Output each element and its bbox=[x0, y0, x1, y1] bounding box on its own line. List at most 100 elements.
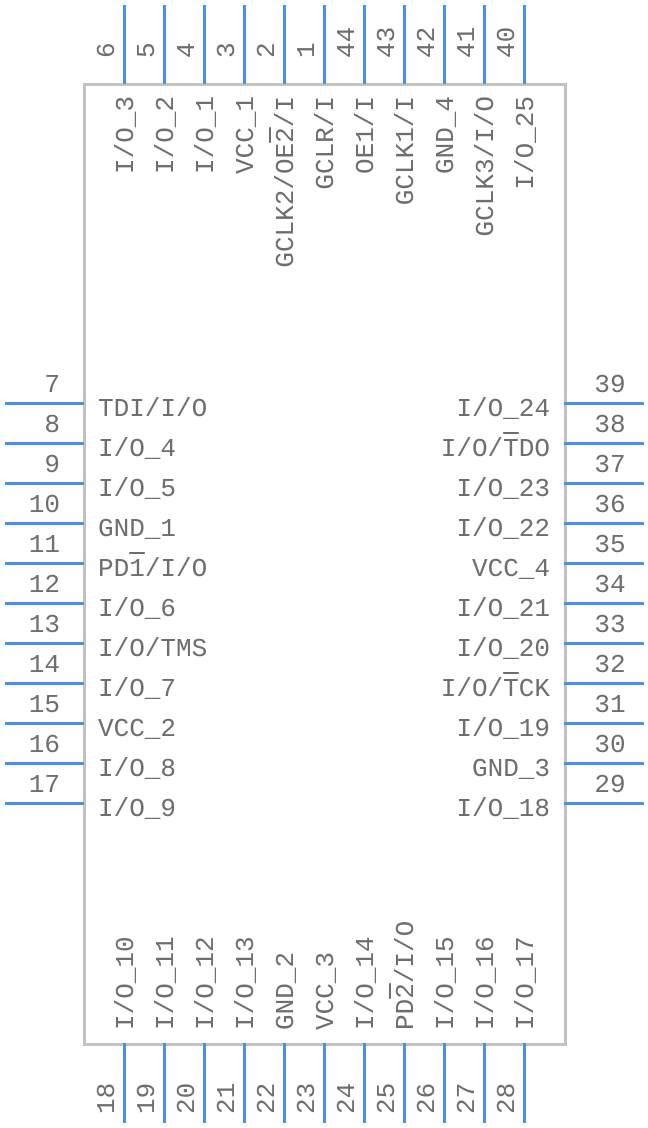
label-text: TDI/I/O bbox=[98, 394, 208, 424]
pin-number-16: 16 bbox=[28, 730, 60, 760]
pin-label-15: VCC_2 bbox=[98, 714, 176, 744]
pin-line-32 bbox=[564, 681, 644, 685]
pin-line-8 bbox=[5, 441, 84, 445]
label-text: I/O_2 bbox=[151, 96, 181, 175]
overbar-text: T bbox=[503, 674, 519, 704]
label-text: GND_4 bbox=[431, 96, 461, 175]
pin-line-6 bbox=[122, 5, 126, 84]
pin-line-13 bbox=[5, 641, 84, 645]
label-text: /I bbox=[271, 96, 301, 128]
pin-number-12: 12 bbox=[28, 570, 60, 600]
pin-label-1: GCLR/I bbox=[311, 96, 341, 396]
label-text: GND_1 bbox=[98, 514, 177, 544]
label-text: I/O_17 bbox=[511, 936, 541, 1030]
pin-line-44 bbox=[362, 5, 366, 84]
pin-line-16 bbox=[5, 761, 84, 765]
pin-label-35: VCC_4 bbox=[250, 554, 550, 584]
pin-line-5 bbox=[162, 5, 166, 84]
pin-line-1 bbox=[322, 5, 326, 84]
pin-label-3: VCC_1 bbox=[231, 96, 261, 396]
pin-line-20 bbox=[202, 1043, 206, 1123]
pin-label-33: I/O_20 bbox=[250, 634, 550, 664]
pin-line-15 bbox=[5, 721, 84, 725]
pin-label-39: I/O_24 bbox=[250, 394, 550, 424]
pin-number-35: 35 bbox=[594, 530, 626, 560]
pin-line-3 bbox=[242, 5, 246, 84]
pin-number-44: 44 bbox=[332, 26, 362, 58]
pin-number-7: 7 bbox=[44, 370, 60, 400]
pin-number-10: 10 bbox=[28, 490, 60, 520]
label-text: I/O_23 bbox=[456, 474, 550, 504]
pin-number-41: 41 bbox=[452, 26, 482, 58]
pin-number-32: 32 bbox=[594, 650, 626, 680]
pin-number-42: 42 bbox=[412, 26, 442, 58]
pin-line-39 bbox=[564, 401, 644, 405]
pin-line-2 bbox=[282, 5, 286, 84]
label-text: I/O/TMS bbox=[98, 634, 208, 664]
label-text: I/O_18 bbox=[456, 794, 550, 824]
label-text: I/O_21 bbox=[456, 594, 550, 624]
pin-line-31 bbox=[564, 721, 644, 725]
pin-label-38: I/O/TDO bbox=[250, 434, 550, 464]
pin-line-23 bbox=[322, 1043, 326, 1123]
label-text: GCLK1/I bbox=[391, 96, 421, 206]
pin-number-11: 11 bbox=[28, 530, 60, 560]
pin-label-4: I/O_1 bbox=[191, 96, 221, 396]
pin-line-9 bbox=[5, 481, 84, 485]
pin-line-22 bbox=[282, 1043, 286, 1123]
pin-line-19 bbox=[162, 1043, 166, 1123]
pin-line-11 bbox=[5, 561, 84, 565]
pin-number-13: 13 bbox=[28, 610, 60, 640]
label-text: I/O_22 bbox=[456, 514, 550, 544]
pin-label-11: PD1/I/O bbox=[98, 554, 207, 584]
pin-line-28 bbox=[522, 1043, 526, 1123]
pin-label-42: GND_4 bbox=[431, 96, 461, 396]
pin-number-43: 43 bbox=[372, 26, 402, 58]
pin-line-24 bbox=[362, 1043, 366, 1123]
pin-number-34: 34 bbox=[594, 570, 626, 600]
pin-label-9: I/O_5 bbox=[98, 474, 176, 504]
pin-line-25 bbox=[402, 1043, 406, 1123]
pin-line-17 bbox=[5, 801, 84, 805]
pin-label-12: I/O_6 bbox=[98, 594, 176, 624]
pin-number-14: 14 bbox=[28, 650, 60, 680]
pin-label-40: I/O_25 bbox=[511, 96, 541, 396]
pin-label-2: GCLK2/OE2/I bbox=[271, 96, 301, 396]
pin-line-43 bbox=[402, 5, 406, 84]
pin-label-36: I/O_22 bbox=[250, 514, 550, 544]
label-text: I/O_5 bbox=[98, 474, 177, 504]
label-text: VCC_2 bbox=[98, 714, 177, 744]
pin-label-41: GCLK3/I/O bbox=[471, 96, 501, 396]
pin-number-8: 8 bbox=[44, 410, 60, 440]
pin-label-44: OE1/I bbox=[351, 96, 381, 396]
pin-line-18 bbox=[122, 1043, 126, 1123]
label-text: I/O/ bbox=[440, 434, 504, 464]
label-text: I/O_7 bbox=[98, 674, 177, 704]
pin-number-38: 38 bbox=[594, 410, 626, 440]
pin-number-30: 30 bbox=[594, 730, 626, 760]
pin-number-36: 36 bbox=[594, 490, 626, 520]
pin-number-3: 3 bbox=[212, 42, 242, 58]
pin-line-26 bbox=[442, 1043, 446, 1123]
label-text: VCC_4 bbox=[471, 554, 550, 584]
pin-label-37: I/O_23 bbox=[250, 474, 550, 504]
pin-label-28: I/O_17 bbox=[511, 730, 541, 1030]
pin-number-37: 37 bbox=[594, 450, 626, 480]
label-text: GCLK3/I/O bbox=[471, 96, 501, 237]
pin-line-14 bbox=[5, 681, 84, 685]
pin-label-31: I/O_19 bbox=[250, 714, 550, 744]
pin-line-12 bbox=[5, 601, 84, 605]
pin-line-41 bbox=[482, 5, 486, 84]
overbar-text: 1 bbox=[129, 554, 145, 584]
pin-label-34: I/O_21 bbox=[250, 594, 550, 624]
pin-label-5: I/O_2 bbox=[151, 96, 181, 396]
label-text: I/O_3 bbox=[111, 96, 141, 175]
pin-label-30: GND_3 bbox=[250, 754, 550, 784]
pin-line-37 bbox=[564, 481, 644, 485]
pin-label-7: TDI/I/O bbox=[98, 394, 207, 424]
pin-number-2: 2 bbox=[252, 42, 282, 58]
pin-line-34 bbox=[564, 601, 644, 605]
pin-line-38 bbox=[564, 441, 644, 445]
label-text: I/O_8 bbox=[98, 754, 177, 784]
